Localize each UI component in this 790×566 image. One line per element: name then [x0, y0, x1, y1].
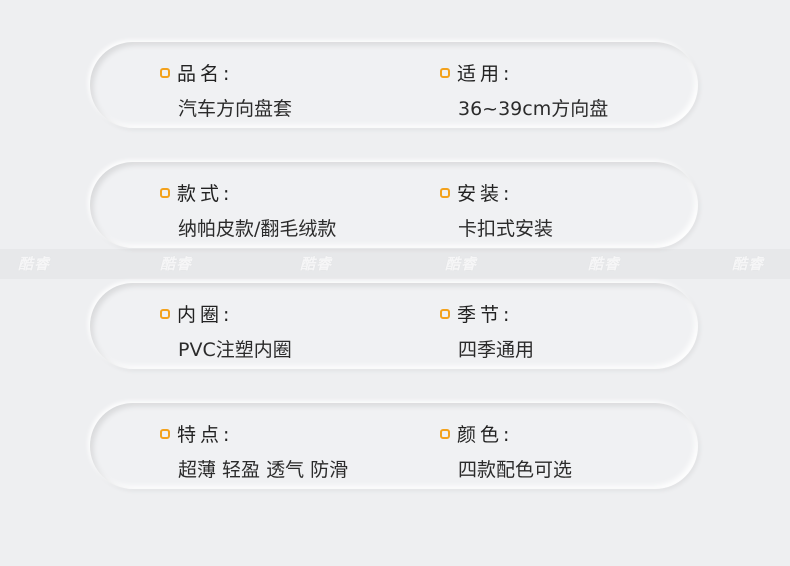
spec-value: PVC注塑内圈: [178, 339, 292, 361]
watermark-text: 酷睿: [445, 255, 478, 273]
spec-label: 内圈:: [177, 304, 234, 326]
spec-value: 纳帕皮款/翻毛绒款: [178, 218, 337, 240]
bullet-icon: [440, 67, 450, 78]
watermark-text: 酷睿: [18, 255, 51, 273]
bullet-icon: [160, 308, 170, 319]
spec-label: 特点:: [177, 424, 234, 446]
bullet-icon: [440, 187, 450, 198]
spec-value: 36~39cm方向盘: [458, 98, 609, 120]
bullet-icon: [440, 428, 450, 439]
spec-label: 款式:: [177, 183, 234, 205]
spec-value: 四季通用: [458, 339, 535, 361]
spec-card-style-install: 款式: 纳帕皮款/翻毛绒款 安装: 卡扣式安装: [90, 162, 698, 248]
spec-label: 适用:: [457, 63, 514, 85]
watermark-text: 酷睿: [732, 255, 765, 273]
spec-value: 汽车方向盘套: [178, 98, 293, 120]
spec-label: 季节:: [457, 304, 514, 326]
bullet-icon: [160, 428, 170, 439]
spec-value: 四款配色可选: [458, 459, 573, 481]
bullet-icon: [160, 187, 170, 198]
spec-label: 品名:: [177, 63, 234, 85]
watermark-band: [0, 249, 790, 279]
spec-card-name-usage: 品名: 汽车方向盘套 适用: 36~39cm方向盘: [90, 42, 698, 128]
spec-card-features-color: 特点: 超薄 轻盈 透气 防滑 颜色: 四款配色可选: [90, 403, 698, 489]
spec-label: 颜色:: [457, 424, 514, 446]
spec-value: 卡扣式安装: [458, 218, 554, 240]
bullet-icon: [160, 67, 170, 78]
spec-label: 安装:: [457, 183, 514, 205]
watermark-text: 酷睿: [160, 255, 193, 273]
spec-card-ring-season: 内圈: PVC注塑内圈 季节: 四季通用: [90, 283, 698, 369]
spec-value: 超薄 轻盈 透气 防滑: [178, 459, 349, 481]
watermark-text: 酷睿: [588, 255, 621, 273]
watermark-text: 酷睿: [300, 255, 333, 273]
bullet-icon: [440, 308, 450, 319]
